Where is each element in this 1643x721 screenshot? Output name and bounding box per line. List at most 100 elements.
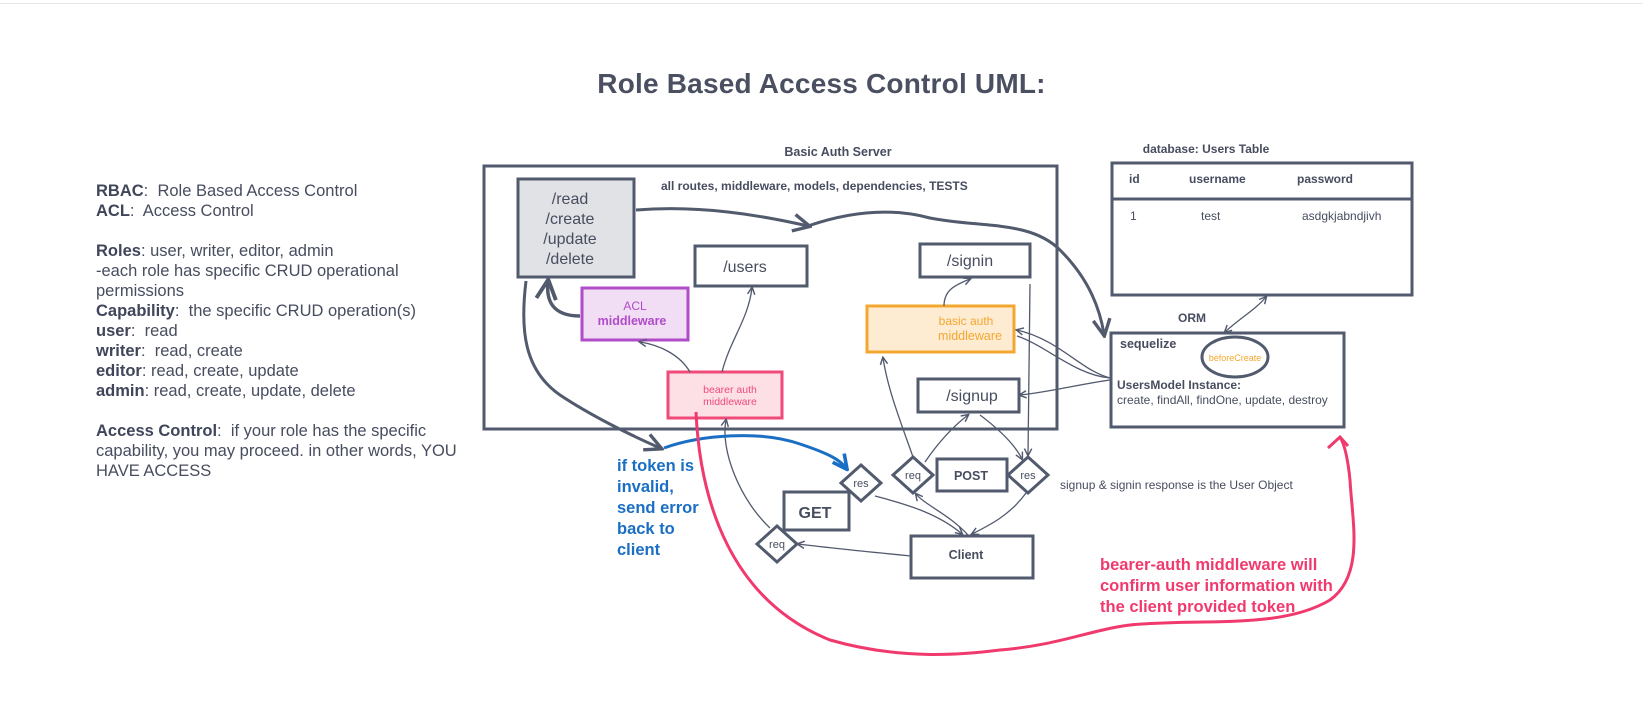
- get-req-to-bearer-arrow: [725, 420, 771, 529]
- post-label: POST: [954, 469, 988, 483]
- signin-route-box: [918, 242, 1032, 279]
- admin-line: admin: read, create, update, delete: [96, 382, 356, 400]
- database-label: database: Users Table: [1143, 142, 1270, 156]
- col-username: username: [1189, 172, 1246, 186]
- get-req-diamond: [754, 523, 800, 565]
- writer-line: writer: read, create: [96, 342, 243, 360]
- basic-to-orm-line: [1016, 335, 1111, 379]
- rbac-def: Role Based Access Control: [157, 182, 358, 200]
- bearer-confirm-curve: [694, 411, 1356, 656]
- sequelize-label: sequelize: [1120, 337, 1176, 351]
- route-create: /create: [546, 211, 595, 228]
- basic-auth-middleware-box: [865, 304, 1016, 354]
- crud-to-token-check-arrow: [522, 280, 660, 448]
- top-divider: [0, 3, 1643, 4]
- get-res-to-client-arrow: [874, 495, 962, 534]
- acl-middleware-label: middleware: [598, 314, 667, 328]
- route-read: /read: [552, 191, 588, 208]
- roles-def: user, writer, editor, admin: [150, 242, 334, 260]
- server-to-orm-arrow: [807, 210, 1104, 334]
- users-route-box: [693, 244, 809, 288]
- access-term: Access Control: [96, 422, 218, 440]
- roles-note: -each role has specific CRUD operational…: [96, 262, 399, 300]
- server-box: [482, 164, 1059, 431]
- route-update: /update: [543, 231, 596, 248]
- acl-term: ACL: [96, 202, 130, 220]
- orm-to-signup-arrow: [1020, 379, 1111, 395]
- basic-auth-middleware-label: middleware: [938, 329, 1002, 343]
- users-model-methods: create, findAll, findOne, update, destro…: [1117, 393, 1328, 407]
- col-id: id: [1129, 172, 1140, 186]
- user-line: user: read: [96, 322, 178, 340]
- cell-password: asdgkjabndjivh: [1302, 209, 1381, 223]
- post-req-label: req: [905, 470, 921, 482]
- admin-def: read, create, update, delete: [153, 382, 356, 400]
- invalid-token-line-2: invalid,: [617, 478, 674, 496]
- orm-db-link: [1225, 297, 1266, 332]
- acl-line: ACL: Access Control: [96, 202, 254, 220]
- access-def: if your role has the specific capability…: [96, 422, 457, 480]
- client-label: Client: [949, 548, 985, 562]
- invalid-token-line-3: send error: [617, 499, 699, 517]
- signup-to-res-arrow: [979, 414, 1022, 459]
- invalid-token-line-5: client: [617, 541, 661, 559]
- access-line: Access Control: if your role has the spe…: [96, 422, 457, 480]
- admin-term: admin: [96, 382, 145, 400]
- basic-auth-label: basic auth: [939, 314, 994, 328]
- get-label: GET: [799, 505, 832, 522]
- get-req-label: req: [769, 539, 785, 551]
- acl-to-crud-arrow: [548, 282, 581, 318]
- bearer-note-line-1: bearer-auth middleware will: [1100, 556, 1317, 574]
- req-to-signup-arrow: [924, 415, 968, 463]
- server-desc: all routes, middleware, models, dependen…: [661, 179, 968, 193]
- acl-middleware-box: [580, 286, 690, 342]
- response-note: signup & signin response is the User Obj…: [1060, 478, 1293, 492]
- get-res-label: res: [853, 478, 869, 490]
- before-create-hook-label: beforeCreate: [1209, 353, 1262, 363]
- bearer-to-users-arrow: [721, 288, 752, 373]
- invalid-token-line-1: if token is: [617, 457, 694, 475]
- user-def: read: [144, 322, 178, 340]
- post-res-label: res: [1020, 470, 1036, 482]
- client-to-get-req-arrow: [798, 544, 912, 557]
- rbac-term: RBAC: [96, 182, 144, 200]
- rbac-notes: RBAC: Role Based Access Control ACL: Acc…: [96, 181, 466, 481]
- signup-route-label: /signup: [946, 388, 998, 405]
- basic-to-signin-arrow: [943, 279, 970, 307]
- before-create-hook-shape: [1200, 335, 1270, 379]
- crud-to-users-arrow: [635, 207, 808, 226]
- bearer-auth-middleware-label: middleware: [703, 396, 757, 408]
- bearer-note-line-3: the client provided token: [1100, 598, 1295, 616]
- orm-to-basic-arrow: [1017, 330, 1111, 379]
- acl-def: Access Control: [142, 202, 254, 220]
- invalid-token-line-4: back to: [617, 520, 675, 538]
- bearer-note-line-2: confirm user information with: [1100, 577, 1333, 595]
- route-delete: /delete: [546, 251, 594, 268]
- users-route-label: /users: [723, 259, 767, 276]
- capability-line: Capability: the specific CRUD operation(…: [96, 302, 417, 320]
- page-title: Role Based Access Control UML:: [597, 68, 1046, 99]
- editor-line: editor: read, create, update: [96, 362, 299, 380]
- users-table-box: [1110, 161, 1414, 297]
- cell-id: 1: [1130, 209, 1137, 223]
- editor-term: editor: [96, 362, 142, 380]
- crud-routes-box: [516, 177, 636, 279]
- roles-line: Roles: user, writer, editor, admin: [96, 242, 334, 260]
- acl-label: ACL: [623, 299, 647, 313]
- bearer-auth-label: bearer auth: [703, 384, 757, 396]
- client-box: [909, 534, 1035, 580]
- roles-term: Roles: [96, 242, 141, 260]
- cell-username: test: [1201, 209, 1221, 223]
- writer-def: read, create: [154, 342, 243, 360]
- signin-response-line: [1028, 283, 1030, 455]
- editor-def: read, create, update: [151, 362, 299, 380]
- col-password: password: [1297, 172, 1353, 186]
- post-req-diamond: [890, 454, 936, 496]
- post-box: [935, 457, 1009, 493]
- get-box: [782, 490, 851, 532]
- client-to-post-req-arrow: [916, 494, 969, 536]
- post-res-diamond: [1005, 454, 1051, 496]
- rbac-line: RBAC: Role Based Access Control: [96, 182, 358, 200]
- connectors: [522, 207, 1266, 557]
- signup-route-box: [916, 377, 1021, 414]
